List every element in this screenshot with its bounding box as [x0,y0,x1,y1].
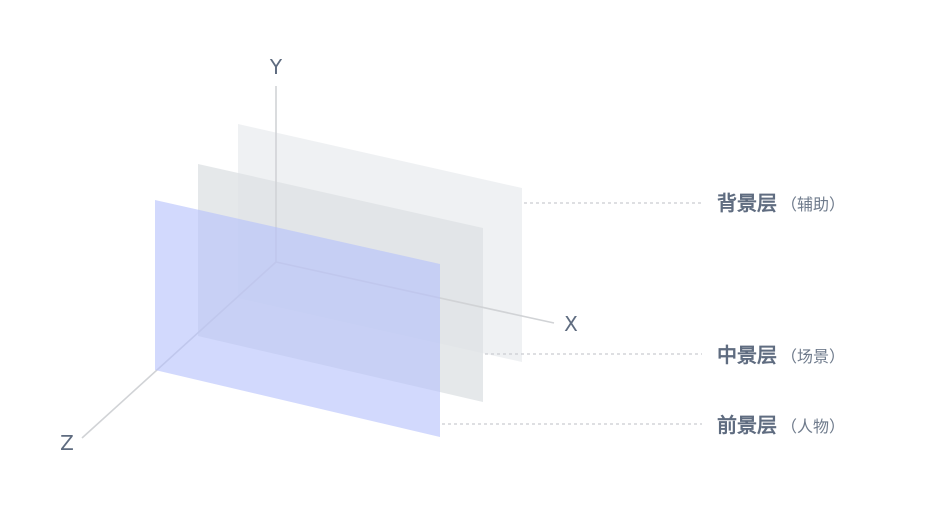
foreground-layer-name: 前景层 [717,413,777,437]
x-axis-label: X [564,312,578,336]
z-axis-label: Z [60,431,74,455]
y-axis-label: Y [269,55,283,79]
middle-layer-note: （场景） [781,347,845,366]
middle-layer-label: 中景层（场景） [717,343,845,367]
background-layer-name: 背景层 [717,191,777,215]
middle-layer-name: 中景层 [717,343,777,367]
foreground-layer-label: 前景层（人物） [717,413,845,437]
foreground-layer-note: （人物） [781,417,845,436]
foreground-plane [155,200,440,437]
background-layer-note: （辅助） [781,195,845,214]
background-layer-label: 背景层（辅助） [717,191,845,215]
